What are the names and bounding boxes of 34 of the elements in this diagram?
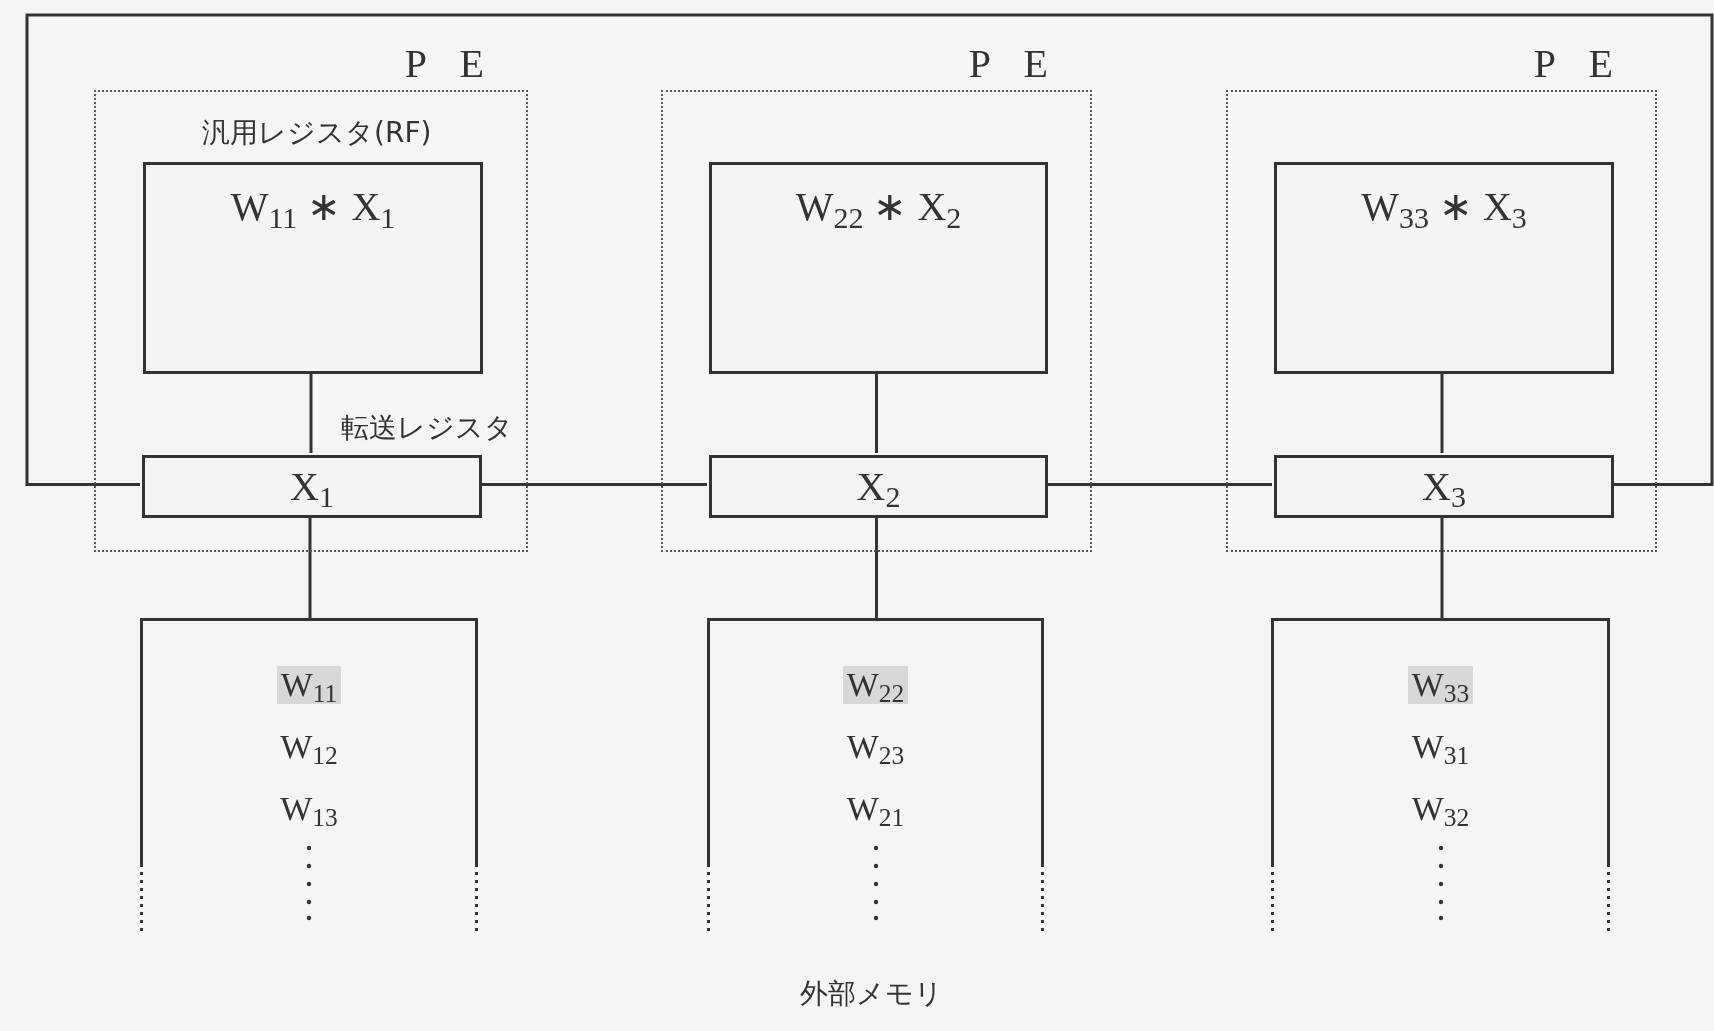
memory-caption: 外部メモリ [800, 980, 943, 1008]
pe-label: P E [1533, 44, 1625, 84]
connector-line [875, 372, 878, 453]
register-value: W$_{22}$ ∗ X$_{2}$ [795, 187, 962, 227]
connector-line [1440, 372, 1444, 453]
memory-word: W$_{31}$ [1410, 728, 1471, 766]
connector-line [309, 372, 313, 453]
register-value: W$_{33}$ ∗ X$_{3}$ [1361, 187, 1527, 227]
register-value: W$_{11}$ ∗ X$_{1}$ [230, 187, 396, 227]
register-file-box [1274, 162, 1614, 374]
memory-word: W$_{32}$ [1410, 790, 1471, 828]
connector-line [308, 516, 312, 618]
register-file-box [709, 162, 1048, 374]
memory-word: W$_{33}$ [1407, 666, 1474, 704]
memory-word: W$_{23}$ [845, 728, 906, 766]
memory-word: W$_{22}$ [842, 666, 909, 704]
register-heading: 転送レジスタ [341, 414, 513, 442]
pe-label: P E [968, 44, 1060, 84]
memory-word: W$_{21}$ [845, 790, 906, 828]
memory-word: W$_{13}$ [279, 790, 339, 828]
register-value: X$_{1}$ [290, 466, 334, 507]
connector-line [1046, 483, 1272, 486]
transfer-register-box [709, 455, 1048, 518]
pe-label: P E [404, 44, 496, 84]
register-value: X$_{3}$ [1422, 466, 1466, 507]
connector-line [480, 483, 707, 486]
memory-word: W$_{12}$ [279, 728, 339, 766]
transfer-register-box [1274, 455, 1614, 518]
connector-line [875, 516, 878, 618]
register-heading: 汎用レジスタ(RF) [202, 119, 432, 147]
memory-word: W$_{11}$ [276, 666, 342, 704]
connector-line [25, 13, 1714, 486]
register-value: X$_{2}$ [856, 466, 901, 507]
connector-line [1440, 516, 1444, 618]
